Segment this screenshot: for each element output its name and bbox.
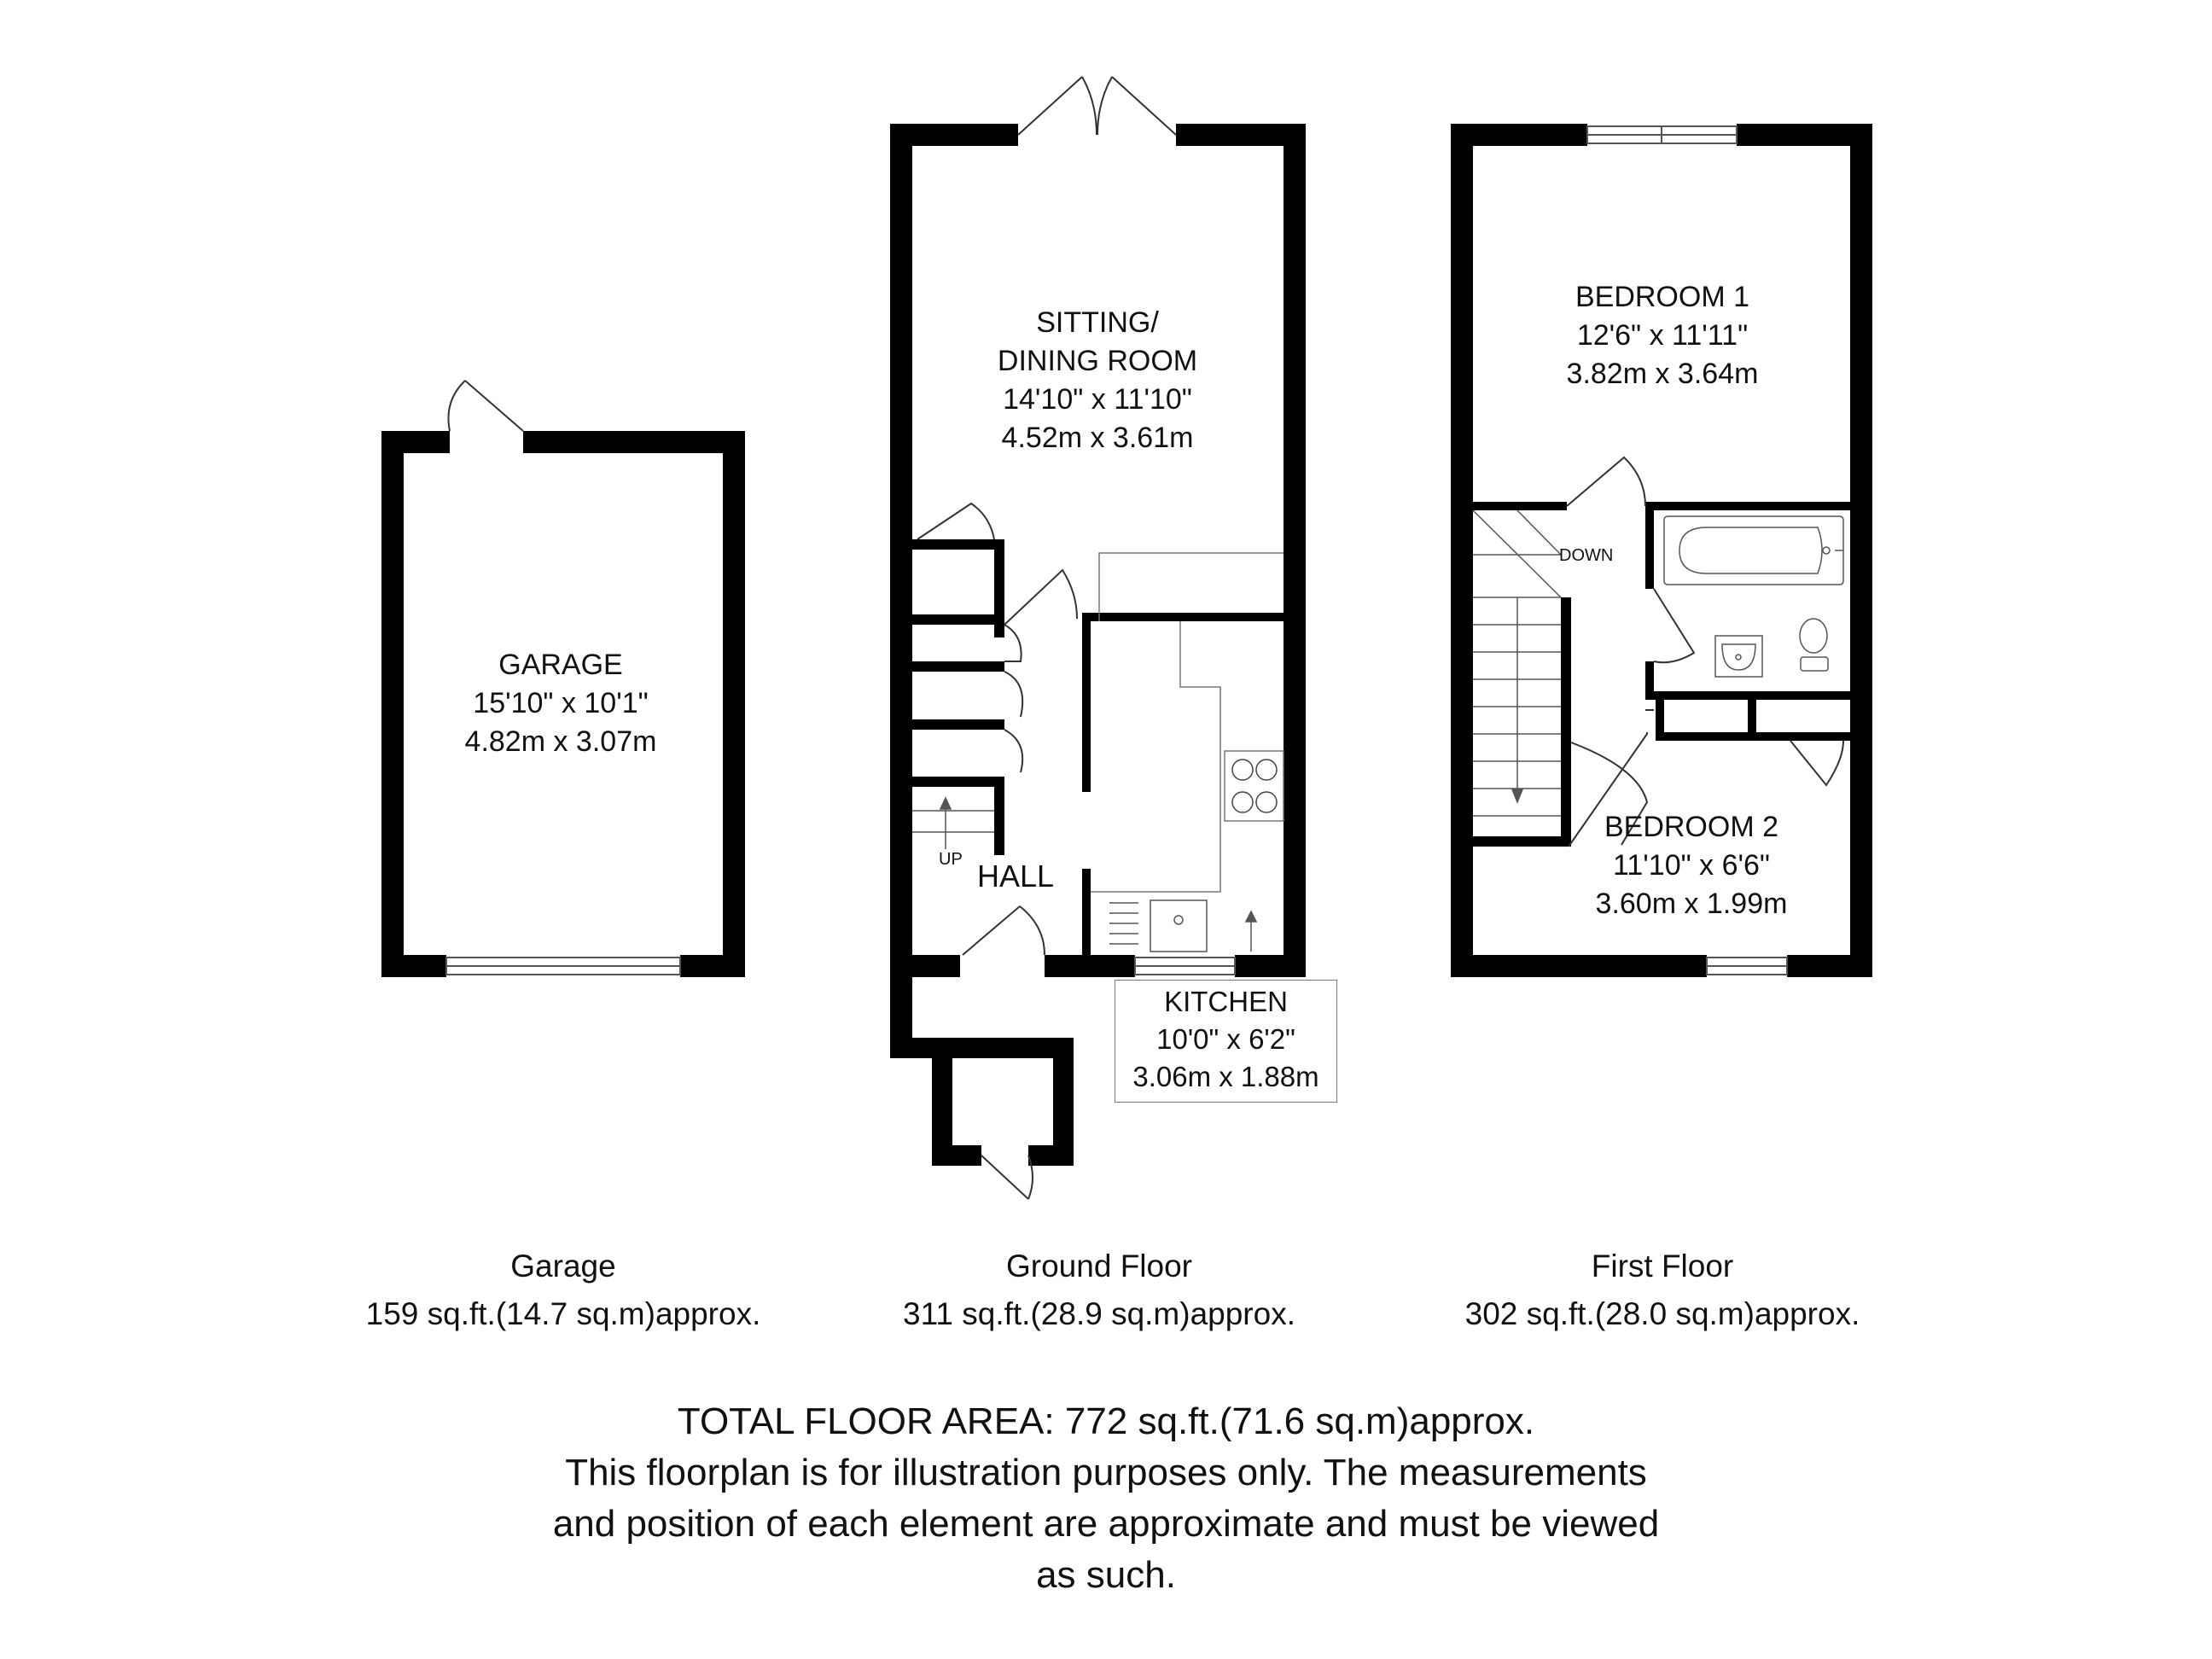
kitchen-label-box bbox=[1115, 980, 1337, 1103]
first-floor-plan bbox=[1451, 124, 1872, 977]
sitting-room-dim-metric: 4.52m x 3.61m bbox=[1001, 422, 1194, 454]
garage-name: GARAGE bbox=[498, 649, 623, 681]
bedroom2-dim-metric: 3.60m x 1.99m bbox=[1595, 888, 1788, 920]
stairs-down-label: DOWN bbox=[1559, 546, 1614, 565]
bathroom-fittings bbox=[1663, 515, 1844, 678]
total-floor-area: TOTAL FLOOR AREA: 772 sq.ft.(71.6 sq.m)a… bbox=[677, 1400, 1535, 1442]
garage-door-swing bbox=[447, 380, 524, 432]
ground-floor-caption: Ground Floor 311 sq.ft.(28.9 sq.m)approx… bbox=[800, 1243, 1398, 1338]
kitchen-label: KITCHEN 10'0" x 6'2" 3.06m x 1.88m bbox=[1115, 983, 1337, 1096]
hall-label: HALL bbox=[976, 859, 1055, 894]
bedroom1-name: BEDROOM 1 bbox=[1575, 281, 1750, 313]
stairs-down bbox=[1472, 509, 1562, 817]
kitchen-hob bbox=[1231, 759, 1278, 813]
sitting-room-name-2: DINING ROOM bbox=[997, 345, 1198, 377]
bedroom1-window bbox=[1586, 125, 1738, 144]
stairs-up-label: UP bbox=[939, 850, 963, 869]
french-doors bbox=[1017, 76, 1177, 136]
bedroom2-dim-imperial: 11'10" x 6'6" bbox=[1613, 849, 1770, 882]
porch-door bbox=[981, 1155, 1033, 1200]
bedroom2-window bbox=[1706, 957, 1788, 975]
bedroom2-label: BEDROOM 2 11'10" x 6'6" 3.60m x 1.99m bbox=[1521, 808, 1862, 923]
sitting-room-dim-imperial: 14'10" x 11'10" bbox=[1003, 383, 1192, 416]
sitting-room-label: SITTING/ DINING ROOM 14'10" x 11'10" 4.5… bbox=[927, 304, 1268, 457]
kitchen-worktops bbox=[1091, 552, 1284, 893]
first-floor-caption: First Floor 302 sq.ft.(28.0 sq.m)approx. bbox=[1364, 1243, 1961, 1338]
footer-text: TOTAL FLOOR AREA: 772 sq.ft.(71.6 sq.m)a… bbox=[253, 1396, 1959, 1601]
kitchen-window bbox=[1134, 957, 1236, 975]
disclaimer-line-3: as such. bbox=[1036, 1554, 1176, 1596]
garage-window bbox=[445, 957, 681, 975]
sitting-room-name-1: SITTING/ bbox=[1036, 306, 1159, 339]
ground-floor-plan bbox=[890, 76, 1306, 1200]
kitchen-dim-imperial: 10'0" x 6'2" bbox=[1156, 1023, 1295, 1055]
first-floor-caption-area: 302 sq.ft.(28.0 sq.m)approx. bbox=[1464, 1296, 1860, 1331]
ground-floor-caption-area: 311 sq.ft.(28.9 sq.m)approx. bbox=[903, 1296, 1295, 1331]
cupboard-doors bbox=[917, 502, 1078, 773]
bedroom2-name: BEDROOM 2 bbox=[1604, 811, 1779, 843]
ground-floor-caption-title: Ground Floor bbox=[1006, 1249, 1192, 1284]
garage-caption-title: Garage bbox=[510, 1249, 616, 1284]
kitchen-name: KITCHEN bbox=[1164, 986, 1288, 1017]
kitchen-sink bbox=[1109, 899, 1258, 952]
bedroom1-label: BEDROOM 1 12'6" x 11'11" 3.82m x 3.64m bbox=[1492, 278, 1833, 393]
first-floor-walls bbox=[1451, 124, 1872, 977]
garage-dim-metric: 4.82m x 3.07m bbox=[464, 725, 657, 758]
first-floor-caption-title: First Floor bbox=[1591, 1249, 1734, 1284]
stairs-up bbox=[912, 796, 994, 849]
disclaimer-line-2: and position of each element are approxi… bbox=[552, 1503, 1660, 1545]
garage-dim-imperial: 15'10" x 10'1" bbox=[473, 687, 649, 719]
bedroom1-dim-metric: 3.82m x 3.64m bbox=[1566, 358, 1759, 390]
kitchen-dim-metric: 3.06m x 1.88m bbox=[1132, 1061, 1319, 1092]
garage-caption: Garage 159 sq.ft.(14.7 sq.m)approx. bbox=[265, 1243, 862, 1338]
garage-caption-area: 159 sq.ft.(14.7 sq.m)approx. bbox=[365, 1296, 761, 1331]
disclaimer-line-1: This floorplan is for illustration purpo… bbox=[565, 1452, 1647, 1493]
garage-plan bbox=[381, 380, 745, 977]
garage-walls bbox=[381, 431, 745, 977]
garage-label: GARAGE 15'10" x 10'1" 4.82m x 3.07m bbox=[390, 646, 731, 761]
first-floor-doors bbox=[1566, 456, 1844, 847]
bedroom1-dim-imperial: 12'6" x 11'11" bbox=[1576, 319, 1749, 352]
ground-floor-walls bbox=[890, 124, 1306, 1166]
hall-front-door bbox=[962, 905, 1045, 956]
